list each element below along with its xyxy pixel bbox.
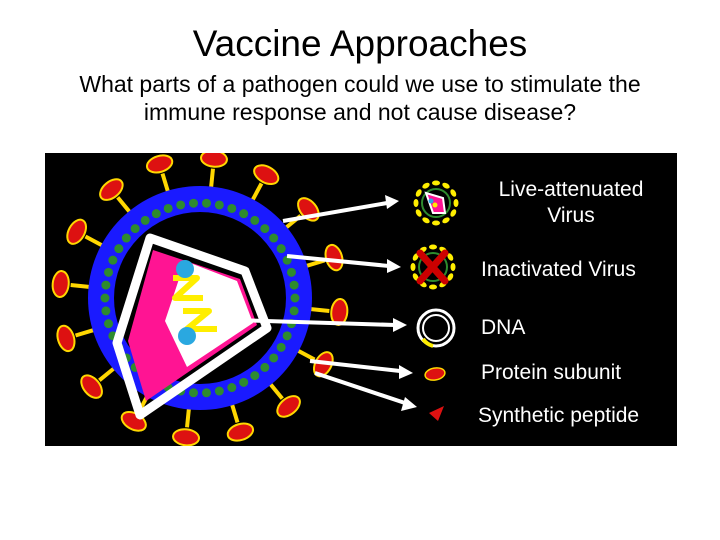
spike-head: [200, 153, 228, 168]
matrix-dot: [101, 280, 111, 290]
small-spike: [429, 244, 437, 250]
small-spike: [453, 199, 459, 207]
matrix-dot: [250, 215, 260, 225]
enzyme-top: [176, 260, 194, 278]
matrix-dot: [163, 203, 173, 213]
arrowhead-5: [401, 397, 417, 411]
matrix-dot: [140, 215, 150, 225]
matrix-dot: [286, 267, 296, 277]
matrix-dot: [108, 255, 118, 265]
matrix-dot: [151, 209, 161, 219]
matrix-dot: [130, 224, 140, 234]
label-protein-subunit: Protein subunit: [481, 361, 622, 384]
matrix-dot: [269, 233, 279, 243]
small-spike: [432, 180, 440, 186]
matrix-dot: [282, 331, 292, 341]
arrow-peptide: [314, 371, 406, 405]
small-spike: [442, 182, 450, 189]
small-spike: [412, 273, 419, 281]
small-spike: [450, 209, 457, 217]
arrow-inactivated: [286, 254, 390, 268]
small-spike: [429, 284, 437, 290]
matrix-dot: [227, 203, 237, 213]
arrow-dna: [234, 318, 396, 327]
small-spike: [422, 217, 430, 224]
slide-subtitle: What parts of a pathogen could we use to…: [79, 71, 641, 125]
arrowhead-3: [393, 318, 407, 332]
matrix-dot: [214, 200, 224, 210]
matrix-dot: [250, 371, 260, 381]
inactivated-virus-icon: [410, 244, 456, 290]
arrowhead-1: [385, 195, 399, 209]
protein-subunit-icon: [424, 367, 446, 381]
label-dna: DNA: [481, 316, 526, 339]
diagram-panel: Live-attenuated Virus Inactivated Virus …: [45, 153, 677, 446]
spike-head: [80, 374, 103, 399]
matrix-dot: [260, 224, 270, 234]
enzyme-bottom: [178, 327, 196, 345]
small-spike: [442, 217, 450, 224]
matrix-dot: [276, 342, 286, 352]
spike-head: [172, 428, 200, 446]
spike-head: [276, 395, 301, 418]
live-attenuated-virus-icon: [413, 180, 459, 226]
matrix-dot: [239, 377, 249, 387]
capsid-outline: [112, 233, 272, 420]
small-spike: [415, 189, 422, 197]
small-spike: [410, 263, 416, 271]
matrix-dot: [289, 306, 299, 316]
small-spike: [447, 253, 454, 261]
matrix-dot: [201, 198, 211, 208]
matrix-dot: [176, 200, 186, 210]
matrix-dot: [289, 280, 299, 290]
spike-head: [145, 154, 174, 174]
matrix-dot: [189, 388, 199, 398]
label-inactivated: Inactivated Virus: [481, 258, 636, 281]
synthetic-peptide-icon: [429, 406, 444, 421]
x-mark-icon: [416, 249, 449, 285]
matrix-dot: [189, 198, 199, 208]
arrow-protein: [309, 359, 401, 373]
small-spike: [450, 189, 457, 197]
slide-title: Vaccine Approaches: [192, 23, 528, 64]
small-spike: [415, 209, 422, 217]
small-spike: [412, 253, 419, 261]
spike-head: [51, 270, 70, 298]
arrows: [234, 195, 417, 411]
spike-head: [226, 422, 255, 442]
rna-strand-2: [183, 308, 217, 332]
matrix-dot: [121, 233, 131, 243]
spike-head: [56, 324, 76, 353]
matrix-dot: [101, 306, 111, 316]
small-spike: [447, 273, 454, 281]
spike-head: [253, 164, 280, 186]
arrowhead-4: [399, 365, 413, 379]
spike-head: [66, 218, 88, 245]
label-synthetic-peptide: Synthetic peptide: [478, 404, 640, 427]
matrix-dot: [100, 293, 110, 303]
matrix-dot: [214, 386, 224, 396]
matrix-dot: [269, 353, 279, 363]
small-spike: [432, 220, 440, 226]
matrix-dot: [276, 244, 286, 254]
matrix-dot: [239, 209, 249, 219]
small-spike: [450, 263, 456, 271]
arrowhead-2: [387, 259, 401, 273]
matrix-dot: [114, 244, 124, 254]
small-spike: [413, 199, 419, 207]
matrix-dot: [104, 267, 114, 277]
virus-diagram: [51, 153, 459, 446]
label-live-attenuated: Live-attenuated Virus: [498, 178, 644, 227]
dna-plasmid-icon: [416, 308, 456, 348]
spike-head: [99, 178, 124, 201]
arrow-live-attenuated: [282, 201, 388, 223]
matrix-dot: [201, 388, 211, 398]
virus-particle: [51, 153, 349, 446]
matrix-dot: [260, 362, 270, 372]
matrix-dot: [227, 383, 237, 393]
matrix-dot: [104, 319, 114, 329]
spike-head: [324, 243, 344, 272]
small-spike: [422, 182, 430, 189]
matrix-dot: [290, 293, 300, 303]
